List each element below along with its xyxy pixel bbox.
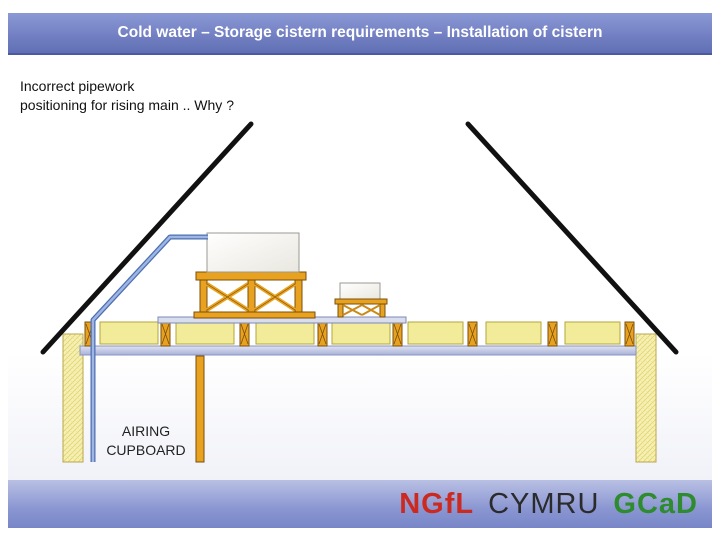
airing-cupboard-label-line-2: CUPBOARD: [106, 442, 186, 458]
left-roof-rafter: [40, 121, 254, 355]
footer-bar: NGfL CYMRU GCaD: [8, 480, 712, 528]
right-roof-rafter: [465, 121, 679, 355]
airing-cupboard-post: [195, 355, 205, 463]
cistern-stand: [193, 271, 316, 319]
caption: Incorrect pipework positioning for risin…: [20, 77, 320, 115]
expansion-cistern: [339, 282, 381, 300]
ceiling-board: [79, 345, 637, 356]
loft-insulation: [99, 321, 621, 345]
ngfl-cymru-gcad-logo: NGfL CYMRU GCaD: [399, 488, 698, 520]
caption-line-1: Incorrect pipework: [20, 78, 135, 94]
right-wall: [635, 333, 657, 463]
airing-cupboard-label: AIRING CUPBOARD: [98, 422, 194, 460]
caption-line-2: positioning for rising main .. Why ?: [20, 97, 234, 113]
logo-cymru: CYMRU: [488, 487, 600, 520]
airing-cupboard-label-line-1: AIRING: [121, 423, 171, 439]
expansion-cistern-stand: [334, 298, 388, 318]
left-wall: [62, 333, 84, 463]
title-bar: Cold water – Storage cistern requirement…: [8, 13, 712, 55]
main-cistern: [206, 232, 300, 273]
logo-ngfl: NGfL: [399, 487, 475, 520]
slide-content-area: [8, 57, 712, 480]
slide-title: Cold water – Storage cistern requirement…: [117, 24, 603, 41]
logo-gcad: GCaD: [613, 487, 698, 520]
